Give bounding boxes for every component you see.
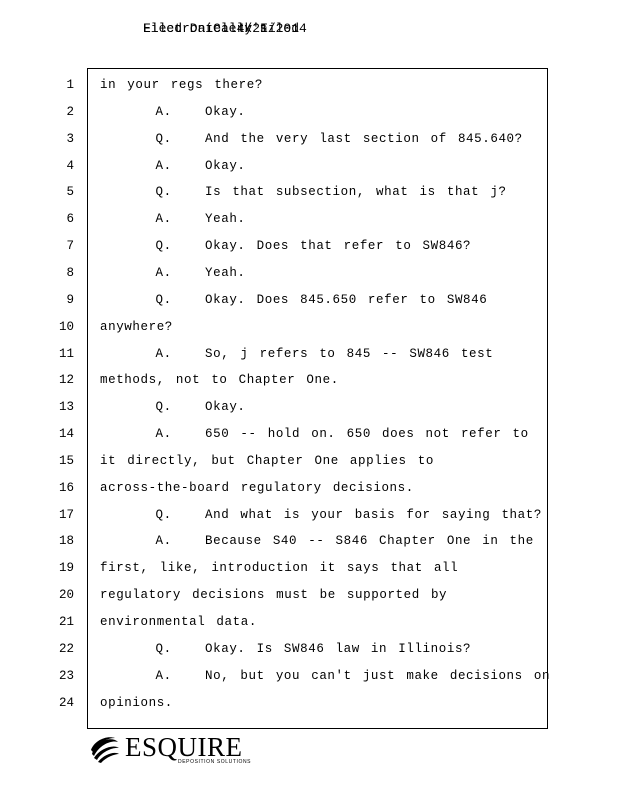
line-text: A. So, j refers to 845 -- SW846 test xyxy=(100,346,494,361)
line-number: 24 xyxy=(58,695,74,710)
line-text: Q. Okay. Does that refer to SW846? xyxy=(100,239,472,254)
transcript-line: 8 A. Yeah. xyxy=(0,263,618,283)
transcript-line: 1 in your regs there? xyxy=(0,75,618,95)
line-number: 13 xyxy=(58,400,74,415)
header-stamp-2: Filed Date: 4/21/2014 xyxy=(143,21,307,36)
line-number: 1 xyxy=(66,78,74,92)
line-number: 22 xyxy=(58,641,74,656)
line-text: in your regs there? xyxy=(100,78,263,92)
line-number: 2 xyxy=(66,104,74,119)
line-text: Q. Okay. xyxy=(100,400,246,415)
line-text: across-the-board regulatory decisions. xyxy=(100,480,414,495)
transcript-line: 4 A. Okay. xyxy=(0,156,618,176)
line-number: 7 xyxy=(66,239,74,254)
line-text: A. Okay. xyxy=(100,158,246,173)
line-text: Q. And the very last section of 845.640? xyxy=(100,131,523,146)
transcript-line: 6 A. Yeah. xyxy=(0,209,618,229)
transcript-line: 15 it directly, but Chapter One applies t… xyxy=(0,451,618,471)
line-number: 6 xyxy=(66,212,74,227)
line-number: 4 xyxy=(66,158,74,173)
line-text: A. Yeah. xyxy=(100,265,246,280)
line-text: A. Because S40 -- S846 Chapter One in th… xyxy=(100,534,534,549)
line-number: 10 xyxy=(58,319,74,334)
transcript-line: 9 Q. Okay. Does 845.650 refer to SW846 xyxy=(0,290,618,310)
line-text: Q. And what is your basis for saying tha… xyxy=(100,507,542,522)
line-number: 5 xyxy=(66,185,74,200)
line-text: anywhere? xyxy=(100,319,173,334)
line-number: 19 xyxy=(58,561,74,576)
line-number: 9 xyxy=(66,292,74,307)
line-number: 18 xyxy=(58,534,74,549)
line-number: 14 xyxy=(58,427,74,442)
line-text: methods, not to Chapter One. xyxy=(100,373,339,388)
line-number: 11 xyxy=(58,346,74,361)
line-number: 21 xyxy=(58,615,74,629)
header-stamp-3: Clerk's xyxy=(213,21,268,36)
transcript-line: 21 environmental data. xyxy=(0,612,618,632)
transcript-line: 7 Q. Okay. Does that refer to SW846? xyxy=(0,236,618,256)
esquire-logo: ESQUIRE DEPOSITION SOLUTIONS xyxy=(88,732,252,766)
line-number: 12 xyxy=(58,373,74,388)
transcript-line: 10 anywhere? xyxy=(0,317,618,337)
line-number: 3 xyxy=(66,131,74,146)
line-number: 15 xyxy=(58,453,74,468)
transcript-line: 14 A. 650 -- hold on. 650 does not refer… xyxy=(0,424,618,444)
page-header: Electronically Filed Filed Date: 4/21/20… xyxy=(143,21,343,37)
transcript-line: 13 Q. Okay. xyxy=(0,397,618,417)
line-number: 20 xyxy=(58,588,74,603)
line-text: A. No, but you can't just make decisions… xyxy=(100,668,551,683)
transcript-line: 22 Q. Okay. Is SW846 law in Illinois? xyxy=(0,639,618,659)
line-number: 17 xyxy=(58,507,74,522)
header-stamp-1: Electronically Filed xyxy=(143,21,300,36)
transcript-line: 12 methods, not to Chapter One. xyxy=(0,370,618,390)
line-text: Q. Okay. Does 845.650 refer to SW846 xyxy=(100,292,488,307)
line-number: 16 xyxy=(58,480,74,495)
transcript-line: 20 regulatory decisions must be supported… xyxy=(0,585,618,605)
logo-wordmark: ESQUIRE xyxy=(125,732,243,762)
line-text: opinions. xyxy=(100,695,173,710)
transcript-line: 3 Q. And the very last section of 845.64… xyxy=(0,129,618,149)
line-text: environmental data. xyxy=(100,615,257,629)
transcript-line: 11 A. So, j refers to 845 -- SW846 test xyxy=(0,344,618,364)
line-text: it directly, but Chapter One applies to xyxy=(100,453,434,468)
line-number: 8 xyxy=(66,265,74,280)
transcript-line: 24 opinions. xyxy=(0,693,618,713)
line-number: 23 xyxy=(58,668,74,683)
line-text: A. 650 -- hold on. 650 does not refer to xyxy=(100,427,529,442)
transcript-line: 2 A. Okay. xyxy=(0,102,618,122)
line-text: Q. Is that subsection, what is that j? xyxy=(100,185,507,200)
transcript-line: 16 across-the-board regulatory decisions. xyxy=(0,478,618,498)
transcript-line: 5 Q. Is that subsection, what is that j? xyxy=(0,182,618,202)
transcript-line: 18 A. Because S40 -- S846 Chapter One in… xyxy=(0,531,618,551)
transcript-line: 17 Q. And what is your basis for saying … xyxy=(0,505,618,525)
transcript-line: 23 A. No, but you can't just make decisi… xyxy=(0,666,618,686)
transcript-frame xyxy=(87,68,548,729)
esquire-swirl-icon xyxy=(91,737,119,763)
transcript-line: 19 first, like, introduction it says that… xyxy=(0,558,618,578)
line-text: A. Okay. xyxy=(100,104,246,119)
line-text: Q. Okay. Is SW846 law in Illinois? xyxy=(100,641,472,656)
line-text: first, like, introduction it says that a… xyxy=(100,561,459,576)
line-text: regulatory decisions must be supported b… xyxy=(100,588,448,603)
logo-subtext: DEPOSITION SOLUTIONS xyxy=(178,759,252,765)
line-text: A. Yeah. xyxy=(100,212,246,227)
